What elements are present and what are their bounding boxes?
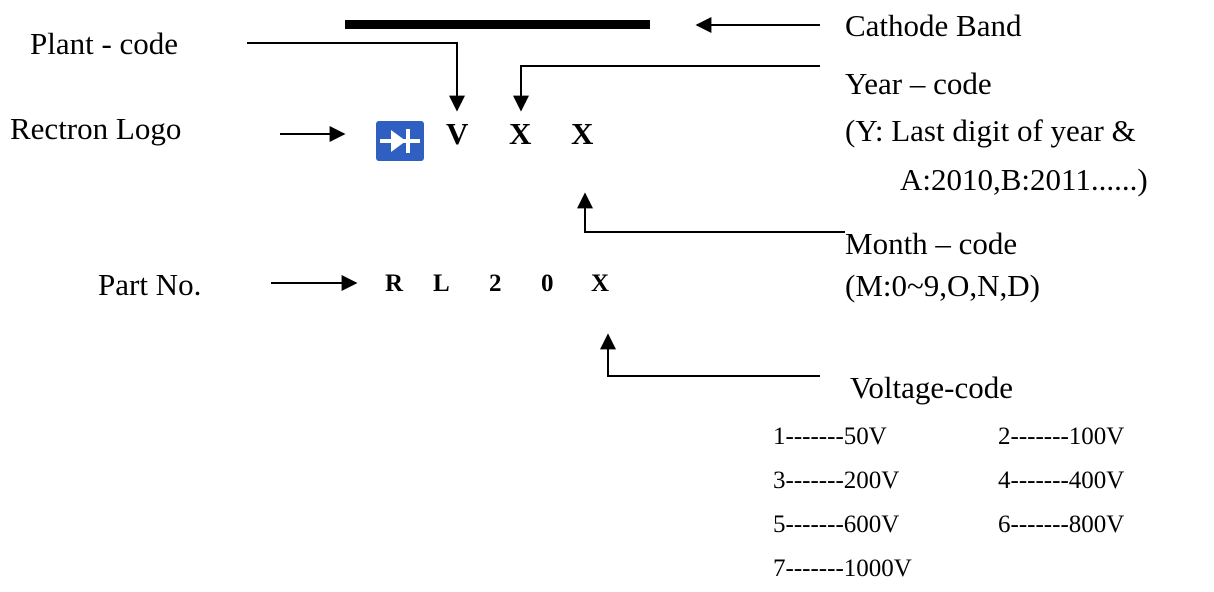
- plant-code-arrow: [247, 42, 465, 112]
- part-no-char: 0: [541, 270, 554, 297]
- plant-code-label: Plant - code: [30, 26, 179, 61]
- voltage-code-label: Voltage-code: [850, 370, 1013, 405]
- rectron-logo: [376, 121, 424, 161]
- voltage-table-entry: 7-------1000V: [773, 555, 912, 582]
- part-no-char: R: [385, 270, 404, 297]
- year-code-note: A:2010,B:2011......): [900, 162, 1148, 197]
- voltage-table-entry: 3-------200V: [773, 467, 900, 494]
- year-code-label: Year – code: [845, 66, 992, 101]
- part-no-char: 2: [489, 270, 502, 297]
- year-code-arrow: [513, 65, 820, 112]
- month-code-arrow: [577, 192, 845, 233]
- part-no-label: Part No.: [98, 267, 202, 302]
- voltage-table-entry: 6-------800V: [998, 511, 1125, 538]
- voltage-table-entry: 2-------100V: [998, 423, 1125, 450]
- voltage-code-arrow: [600, 333, 820, 377]
- year-code-note: (Y: Last digit of year &: [845, 113, 1136, 148]
- part-no-char: L: [433, 270, 450, 297]
- month-code-note: (M:0~9,O,N,D): [845, 268, 1041, 303]
- part-no-char: X: [591, 270, 610, 297]
- cathode-band-label: Cathode Band: [845, 8, 1022, 43]
- plant-code-value: V: [446, 116, 469, 151]
- month-code-value: X: [571, 116, 594, 151]
- cathode-band: [345, 20, 650, 29]
- voltage-table-entry: 5-------600V: [773, 511, 900, 538]
- diode-icon: [380, 129, 420, 153]
- month-code-label: Month – code: [845, 226, 1018, 261]
- rectron-logo-label: Rectron Logo: [10, 111, 182, 146]
- voltage-table-entry: 1-------50V: [773, 423, 887, 450]
- year-code-value: X: [509, 116, 532, 151]
- voltage-table-entry: 4-------400V: [998, 467, 1125, 494]
